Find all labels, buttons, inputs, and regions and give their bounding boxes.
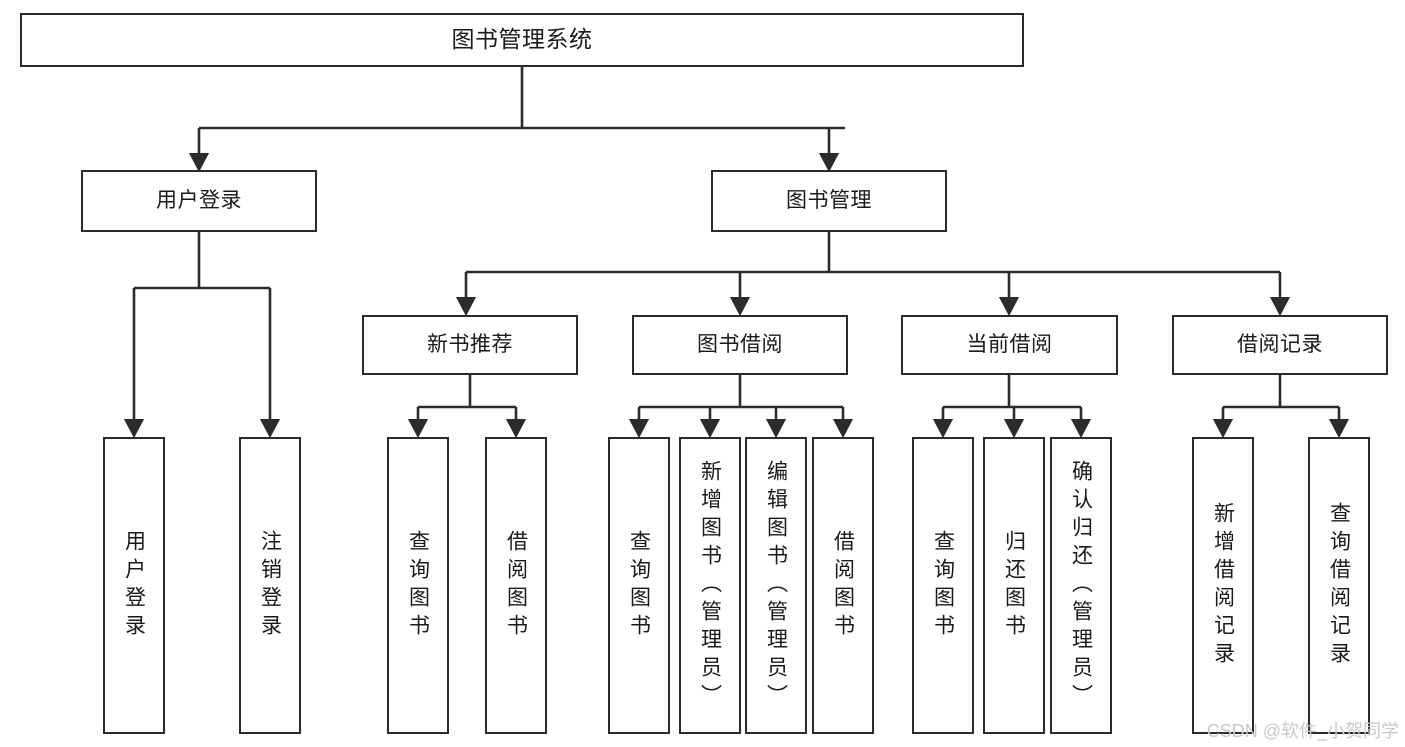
node-book-manage-label: 图书管理 [786,188,872,212]
node-borrow-record-label: 借阅记录 [1237,332,1323,356]
node-leaf-query-borrow-record-label: 查询借阅记录 [1327,501,1351,670]
node-borrow-record[interactable]: 借阅记录 [1172,315,1388,375]
node-root[interactable]: 图书管理系统 [20,13,1024,67]
node-leaf-add-book-admin[interactable]: 新增图书（管理员） [679,437,741,734]
node-leaf-query-book-borrow-label: 查询图书 [627,529,651,642]
node-leaf-user-logout[interactable]: 注销登录 [239,437,301,734]
node-leaf-query-borrow-record[interactable]: 查询借阅记录 [1308,437,1370,734]
node-user-login[interactable]: 用户登录 [81,170,317,232]
node-leaf-add-book-admin-label: 新增图书（管理员） [698,459,722,712]
node-user-login-label: 用户登录 [156,188,242,212]
node-leaf-user-logout-label: 注销登录 [258,529,282,642]
node-leaf-borrow-book[interactable]: 借阅图书 [812,437,874,734]
node-book-borrow-label: 图书借阅 [697,332,783,356]
node-leaf-edit-book-admin-label: 编辑图书（管理员） [764,459,788,712]
node-leaf-query-book-borrow[interactable]: 查询图书 [608,437,670,734]
node-leaf-borrow-book-label: 借阅图书 [831,529,855,642]
node-leaf-edit-book-admin[interactable]: 编辑图书（管理员） [745,437,807,734]
node-leaf-query-book-current-label: 查询图书 [931,529,955,642]
node-book-manage[interactable]: 图书管理 [711,170,947,232]
node-new-book-recommend[interactable]: 新书推荐 [362,315,578,375]
node-root-label: 图书管理系统 [451,26,593,53]
node-leaf-user-login[interactable]: 用户登录 [103,437,165,734]
node-leaf-return-book[interactable]: 归还图书 [983,437,1045,734]
node-leaf-add-borrow-record-label: 新增借阅记录 [1211,501,1235,670]
node-leaf-borrow-book-rec[interactable]: 借阅图书 [485,437,547,734]
node-leaf-confirm-return[interactable]: 确认归还（管理员） [1050,437,1112,734]
node-book-borrow[interactable]: 图书借阅 [632,315,848,375]
node-new-book-recommend-label: 新书推荐 [427,332,513,356]
node-leaf-query-book-current[interactable]: 查询图书 [912,437,974,734]
node-leaf-query-book-rec-label: 查询图书 [406,529,430,642]
watermark: CSDN @软件_小贺同学 [1206,721,1399,741]
node-leaf-user-login-label: 用户登录 [122,529,146,642]
node-leaf-add-borrow-record[interactable]: 新增借阅记录 [1192,437,1254,734]
node-leaf-query-book-rec[interactable]: 查询图书 [387,437,449,734]
node-current-borrow[interactable]: 当前借阅 [901,315,1118,375]
node-leaf-confirm-return-label: 确认归还（管理员） [1069,459,1093,712]
node-leaf-return-book-label: 归还图书 [1002,529,1026,642]
node-leaf-borrow-book-rec-label: 借阅图书 [504,529,528,642]
node-current-borrow-label: 当前借阅 [966,332,1053,356]
